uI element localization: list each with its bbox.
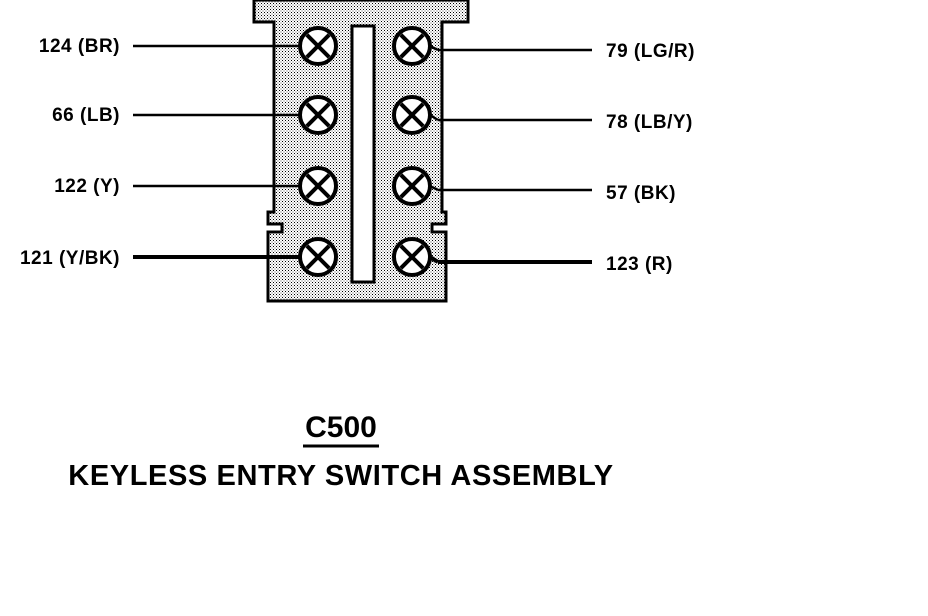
pin-label-left-3: 122 (Y) <box>54 176 120 197</box>
pin-label-left-2: 66 (LB) <box>52 105 120 126</box>
terminal-x-stroke <box>305 244 331 270</box>
pin-label-right-4: 123 (R) <box>606 254 673 275</box>
terminal-right-4-icon <box>392 237 432 277</box>
pin-label-left-1: 124 (BR) <box>39 36 120 57</box>
left-pin-labels: 124 (BR) 66 (LB) 122 (Y) 121 (Y/BK) <box>20 36 120 269</box>
pin-label-right-3: 57 (BK) <box>606 183 676 204</box>
pin-label-left-4: 121 (Y/BK) <box>20 248 120 269</box>
wire-leads <box>133 44 592 264</box>
terminal-x-stroke <box>399 102 425 128</box>
terminal-x-stroke <box>399 33 425 59</box>
right-pin-labels: 79 (LG/R) 78 (LB/Y) 57 (BK) 123 (R) <box>606 41 695 275</box>
terminal-x-stroke <box>305 33 331 59</box>
terminals <box>298 26 432 277</box>
pin-label-right-1: 79 (LG/R) <box>606 41 695 62</box>
terminal-x-stroke <box>399 173 425 199</box>
terminal-right-1-icon <box>392 26 432 66</box>
terminal-right-3-icon <box>392 166 432 206</box>
terminal-x-stroke <box>305 173 331 199</box>
terminal-left-2-icon <box>298 95 338 135</box>
terminal-x-stroke <box>399 244 425 270</box>
connector-name: KEYLESS ENTRY SWITCH ASSEMBLY <box>68 460 613 492</box>
connector-id: C500 <box>305 411 377 444</box>
pin-label-right-2: 78 (LB/Y) <box>606 112 693 133</box>
terminal-left-3-icon <box>298 166 338 206</box>
terminal-left-1-icon <box>298 26 338 66</box>
terminal-left-4-icon <box>298 237 338 277</box>
terminal-right-2-icon <box>392 95 432 135</box>
connector-key-bar <box>350 24 376 284</box>
terminal-x-stroke <box>305 102 331 128</box>
